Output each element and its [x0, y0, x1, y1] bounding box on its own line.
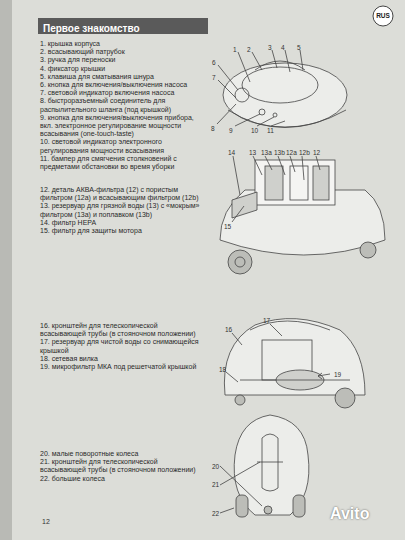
- list-item: 21. кронштейн для телескопической всасыв…: [40, 458, 202, 474]
- callout-number: 13a: [261, 149, 272, 156]
- callout-number: 21: [212, 481, 219, 488]
- list-item: 9. кнопка для включения/выключения прибо…: [40, 114, 202, 139]
- list-item: 5. клавиша для сматывания шнура: [40, 73, 202, 81]
- page-number: 12: [42, 518, 50, 525]
- callout-number: 19: [334, 371, 341, 378]
- callout-number: 14: [228, 149, 235, 156]
- callout-number: 13b: [274, 149, 285, 156]
- list-item: 7. световой индикатор включения насоса: [40, 89, 202, 97]
- list-item: 22. большие колеса: [40, 475, 202, 483]
- callout-number: 2: [247, 46, 251, 53]
- callout-number: 11: [267, 127, 274, 134]
- callout-number: 12b: [299, 149, 310, 156]
- callout-number: 16: [225, 326, 232, 333]
- callout-number: 18: [219, 366, 226, 373]
- callout-number: 6: [212, 59, 216, 66]
- header-band: Первое знакомство: [38, 18, 208, 34]
- list-item: 16. кронштейн для телескопической всасыв…: [40, 322, 202, 338]
- callout-number: 9: [229, 127, 233, 134]
- callout-number: 1: [233, 46, 237, 53]
- watermark: Avito: [330, 505, 369, 523]
- list-item: 20. малые поворотные колеса: [40, 450, 202, 458]
- list-item: 1. крышка корпуса: [40, 40, 202, 48]
- list-item: 17. резервуар для чистой воды со снимающ…: [40, 338, 202, 354]
- list-item: 11. бампер для смягчения столкновений с …: [40, 155, 202, 171]
- callout-number: 13: [249, 149, 256, 156]
- callout-number: 12a: [286, 149, 297, 156]
- callout-number: 10: [251, 127, 258, 134]
- list-item: 12. деталь АКВА-фильтра (12) с пористым …: [40, 186, 202, 202]
- list-item: 14. фильтр HEPA: [40, 219, 202, 227]
- list-item: 15. фильтр для защиты мотора: [40, 227, 202, 235]
- section-title: Первое знакомство: [38, 23, 140, 34]
- legend-list: 16. кронштейн для телескопической всасыв…: [40, 322, 202, 371]
- list-item: 19. микрофильтр МКА под решетчатой крышк…: [40, 363, 202, 371]
- callout-number: 7: [212, 74, 216, 81]
- list-item: 18. сетевая вилка: [40, 355, 202, 363]
- callout-number: 12: [313, 149, 320, 156]
- list-item: 13. резервуар для грязной воды (13) с «м…: [40, 202, 202, 218]
- callout-number: 5: [297, 44, 301, 51]
- list-item: 4. фиксатор крышки: [40, 65, 202, 73]
- legend-list: 20. малые поворотные колеса21. кронштейн…: [40, 450, 202, 483]
- callout-number: 22: [212, 510, 219, 517]
- callout-number: 15: [224, 223, 231, 230]
- callout-number: 4: [281, 44, 285, 51]
- callout-number: 8: [211, 125, 215, 132]
- legend-list: 1. крышка корпуса2. всасывающий патрубок…: [40, 40, 202, 171]
- callout-number: 20: [212, 463, 219, 470]
- list-item: 6. кнопка для включения/выключения насос…: [40, 81, 202, 89]
- language-badge: RUS: [372, 5, 394, 27]
- list-item: 8. быстроразъемный соединитель для распы…: [40, 97, 202, 113]
- badge-text: RUS: [372, 5, 394, 27]
- callout-number: 3: [268, 44, 272, 51]
- list-item: 10. световой индикатор электронного регу…: [40, 138, 202, 154]
- list-item: 3. ручка для переноски: [40, 56, 202, 64]
- legend-list: 12. деталь АКВА-фильтра (12) с пористым …: [40, 186, 202, 235]
- callout-number: 17: [263, 317, 270, 324]
- list-item: 2. всасывающий патрубок: [40, 48, 202, 56]
